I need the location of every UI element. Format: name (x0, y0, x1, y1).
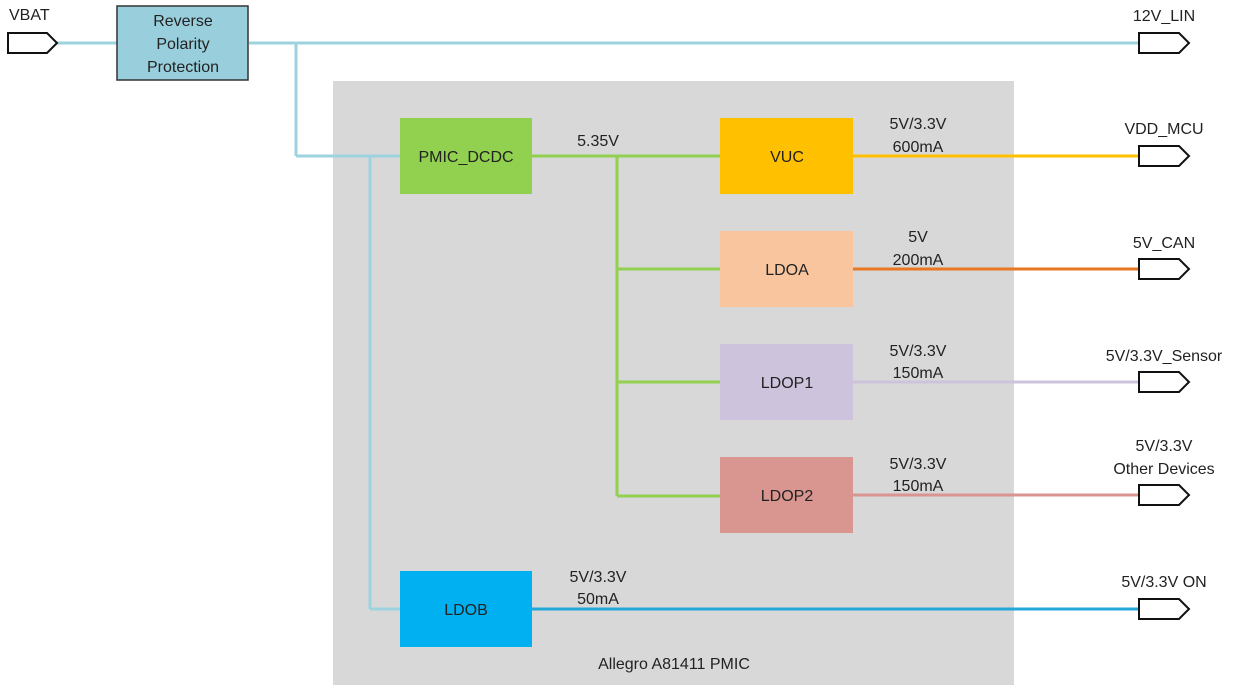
can-label: 5V_CAN (1133, 235, 1195, 252)
vuc-voltage-label: 5V/3.3V (890, 116, 947, 133)
ldop1-current-label: 150mA (893, 365, 944, 382)
pmic-caption: Allegro A81411 PMIC (598, 656, 750, 673)
ldop1-block (720, 344, 853, 420)
on-port-icon (1138, 598, 1191, 620)
reverse-polarity-block (116, 5, 249, 81)
mcu-port-icon (1138, 145, 1191, 167)
reverse-polarity-label-2: Polarity (156, 36, 209, 53)
ldop2-block (720, 457, 853, 533)
dcdc-bus-wires (532, 154, 720, 498)
reverse-polarity-label-3: Protection (147, 59, 219, 76)
dcdc-block (400, 118, 532, 194)
vuc-current-label: 600mA (893, 139, 944, 156)
sensor-port-icon (1138, 371, 1191, 393)
on-label: 5V/3.3V ON (1121, 574, 1206, 591)
ldob-block (400, 571, 532, 647)
sensor-label: 5V/3.3V_Sensor (1106, 348, 1223, 365)
ldop2-current-label: 150mA (893, 478, 944, 495)
ldob-voltage-label: 5V/3.3V (570, 569, 627, 586)
ldob-current-label: 50mA (577, 591, 619, 608)
ldop1-voltage-label: 5V/3.3V (890, 343, 947, 360)
ldoa-voltage-label: 5V (908, 229, 928, 246)
vuc-label: VUC (770, 149, 804, 166)
other-port-icon (1138, 484, 1191, 506)
lin-label: 12V_LIN (1133, 8, 1195, 25)
ldoa-label: LDOA (765, 262, 809, 279)
vbat-port-icon (7, 32, 59, 54)
reverse-polarity-label-1: Reverse (153, 13, 213, 30)
other-label-line1: 5V/3.3V (1136, 438, 1193, 455)
ldoa-current-label: 200mA (893, 252, 944, 269)
vbat-label: VBAT (9, 7, 50, 24)
vuc-block (720, 118, 853, 194)
vbat-rail-wires (57, 41, 1138, 611)
ldob-label: LDOB (444, 602, 488, 619)
other-label-line2: Other Devices (1113, 461, 1214, 478)
mcu-label: VDD_MCU (1124, 121, 1203, 138)
ldop2-voltage-label: 5V/3.3V (890, 456, 947, 473)
dcdc-label: PMIC_DCDC (418, 149, 513, 166)
ldop1-label: LDOP1 (761, 375, 814, 392)
ldoa-block (720, 231, 853, 307)
dcdc-voltage-label: 5.35V (577, 133, 619, 150)
lin-port-icon (1138, 32, 1191, 54)
can-port-icon (1138, 258, 1191, 280)
ldop2-label: LDOP2 (761, 488, 814, 505)
